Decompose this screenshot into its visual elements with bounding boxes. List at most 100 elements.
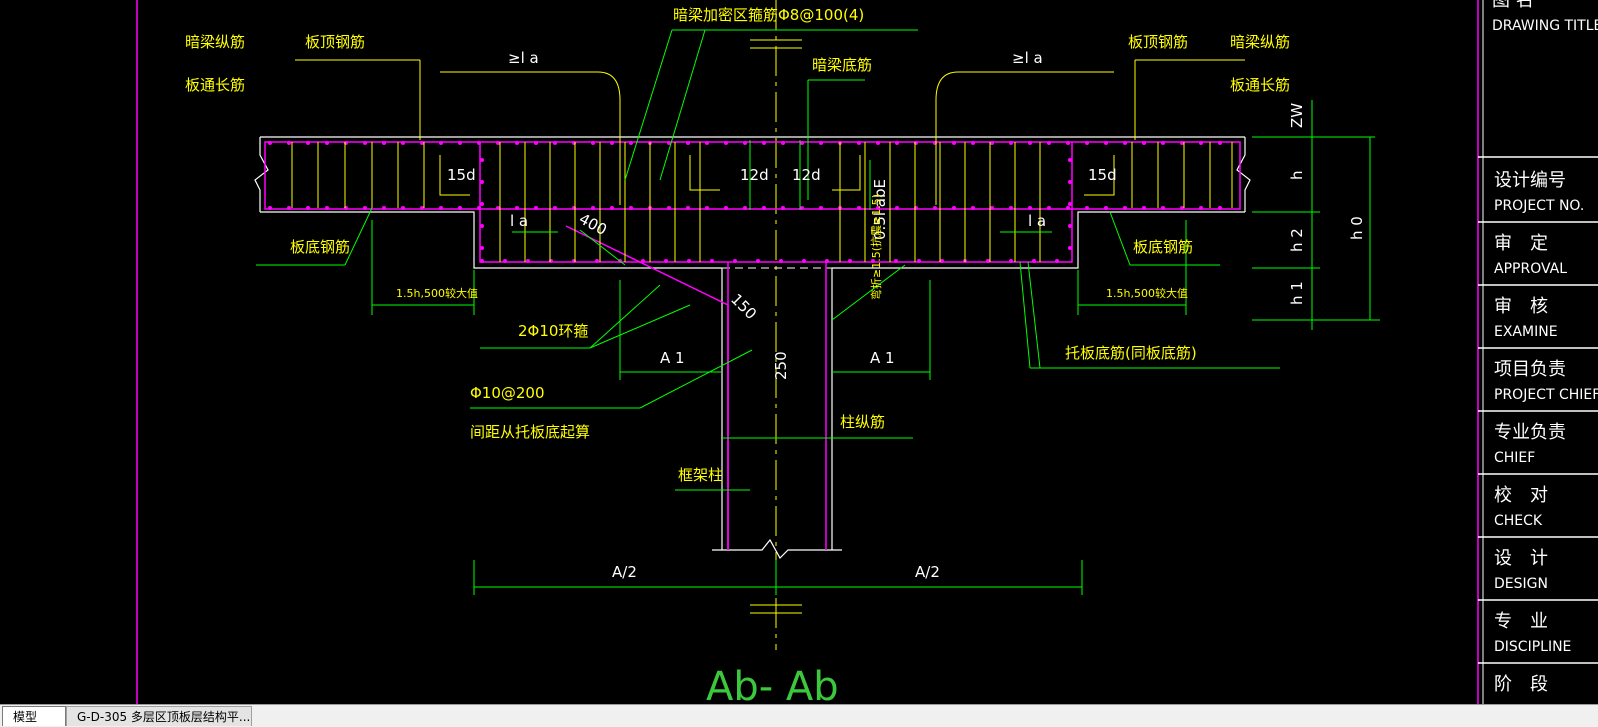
rebar-dot-top [458, 141, 462, 145]
rebar-dot-bottom [667, 206, 671, 210]
rebar-dot-top [401, 141, 405, 145]
rebar-dot-drop [986, 259, 990, 263]
title-block-row-cn: 审 定 [1494, 233, 1548, 254]
cad-drawing-canvas[interactable]: 暗梁纵筋 板通长筋 板顶钢筋 暗梁加密区箍筋Φ8@100(4) 暗梁底筋 ≥l … [0, 0, 1598, 704]
rebar-dot-top [1028, 141, 1032, 145]
rebar-dot-drop [917, 259, 921, 263]
rebar-dot-bottom [306, 206, 310, 210]
label-slab-through-right: 板通长筋 [1230, 76, 1290, 94]
label-anchor-note: 弯折≥1.5(抗震≥1.5) [869, 194, 883, 300]
rebar-dot-bottom [496, 206, 500, 210]
label-half-a-right: A/2 [915, 563, 940, 581]
rebar-dot-drop [940, 259, 944, 263]
rebar-dot-drop [871, 259, 875, 263]
label-h: h [1288, 170, 1306, 180]
drawing-title: Ab- Ab [706, 664, 839, 704]
rebar-dot-bottom [477, 206, 481, 210]
rebar-dot-top [1161, 141, 1165, 145]
rebar-dot-bottom [439, 206, 443, 210]
title-block-row-cn: 设 计 [1494, 548, 1548, 569]
rebar-dot-drop [802, 259, 806, 263]
rebar-dot-side [480, 202, 484, 206]
label-slab-top-right: 板顶钢筋 [1128, 33, 1188, 51]
rebar-dot-bottom [857, 206, 861, 210]
rebar-dot-top [952, 141, 956, 145]
rebar-dot-bottom [781, 206, 785, 210]
label-ring-bar: 2Φ10环箍 [518, 322, 588, 340]
rebar-dot-top [1085, 141, 1089, 145]
title-block-row-en: CHECK [1494, 513, 1543, 529]
rebar-dot-bottom [515, 206, 519, 210]
rebar-dot-bottom [1066, 206, 1070, 210]
rebar-dot-top [819, 141, 823, 145]
rebar-dot-bottom [876, 206, 880, 210]
rebar-dot-top [268, 141, 272, 145]
label-a1-right: A 1 [870, 349, 895, 367]
label-15d-left: 15d [447, 166, 476, 184]
label-h1: h 1 [1288, 281, 1306, 305]
rebar-dot-side [1068, 202, 1072, 206]
rebar-dot-drop [710, 259, 714, 263]
label-slab-through-left: 板通长筋 [185, 76, 245, 94]
rebar-dot-top [496, 141, 500, 145]
rebar-dot-drop [595, 259, 599, 263]
title-block-row-en: EXAMINE [1494, 324, 1558, 340]
rebar-dot-top [610, 141, 614, 145]
rebar-dot-bottom [1142, 206, 1146, 210]
label-15d-right: 15d [1088, 166, 1117, 184]
title-block-row-en: CHIEF [1494, 450, 1535, 466]
rebar-dot-drop [733, 259, 737, 263]
rebar-dot-top [705, 141, 709, 145]
slab-outline [254, 136, 1251, 559]
label-h2: h 2 [1288, 228, 1306, 252]
title-block-row-en: DESIGN [1494, 576, 1548, 592]
rebar-dot-top [1199, 141, 1203, 145]
rebar-dot-top [1180, 141, 1184, 145]
rebar-dot-top [743, 141, 747, 145]
title-block-row-cn: 专业负责 [1494, 422, 1566, 443]
label-slab-bottom-right: 板底钢筋 [1133, 238, 1193, 256]
rebar-dot-top [895, 141, 899, 145]
label-column-long: 柱纵筋 [840, 413, 885, 431]
tab-layout[interactable]: G-D-305 多层区顶板层结构平... [66, 706, 252, 726]
tab-model[interactable]: 模型 [2, 706, 66, 726]
rebar-dot-top [420, 141, 424, 145]
layout-tab-bar: 模型 G-D-305 多层区顶板层结构平... [0, 704, 1598, 727]
rebar-dot-top [1123, 141, 1127, 145]
rebar-dot-drop [1032, 259, 1036, 263]
rebar-dot-bottom [1218, 206, 1222, 210]
rebar-dot-bottom [458, 206, 462, 210]
rebar-dot-drop [848, 259, 852, 263]
rebar-dot-top [534, 141, 538, 145]
rebar-dot-drop [503, 259, 507, 263]
rebar-dot-bottom [591, 206, 595, 210]
rebar-dot-side [480, 180, 484, 184]
label-150: 150 [727, 290, 760, 323]
rebar-dot-bottom [363, 206, 367, 210]
rebar-dot-drop [779, 259, 783, 263]
rebar-dot-bottom [971, 206, 975, 210]
label-dark-beam-bottom: 暗梁底筋 [812, 56, 872, 74]
rebar-dot-top [363, 141, 367, 145]
rebar-dot-top [990, 141, 994, 145]
rebar-dot-bottom [610, 206, 614, 210]
rebar-dot-bottom [1085, 206, 1089, 210]
label-12d-left: 12d [740, 166, 769, 184]
title-block-row-cn: 专 业 [1494, 611, 1548, 632]
label-la-top-right: ≥l a [1012, 49, 1043, 67]
rebar-dot-top [287, 141, 291, 145]
rebar-dot-side [480, 246, 484, 250]
rebar-dot-side [1068, 158, 1072, 162]
rebar-dot-side [1068, 246, 1072, 250]
rebar-dot-bottom [325, 206, 329, 210]
stirrups [291, 142, 1233, 262]
label-slab-bottom-left: 板底钢筋 [290, 238, 350, 256]
rebar-dot-bottom [268, 206, 272, 210]
title-block-drawing-title-en: DRAWING TITLE [1492, 18, 1598, 34]
rebar-dot-top [1009, 141, 1013, 145]
rebar-dot-top [629, 141, 633, 145]
rebar-dot-top [724, 141, 728, 145]
rebar-dot-top [667, 141, 671, 145]
rebar-dot-drop [664, 259, 668, 263]
